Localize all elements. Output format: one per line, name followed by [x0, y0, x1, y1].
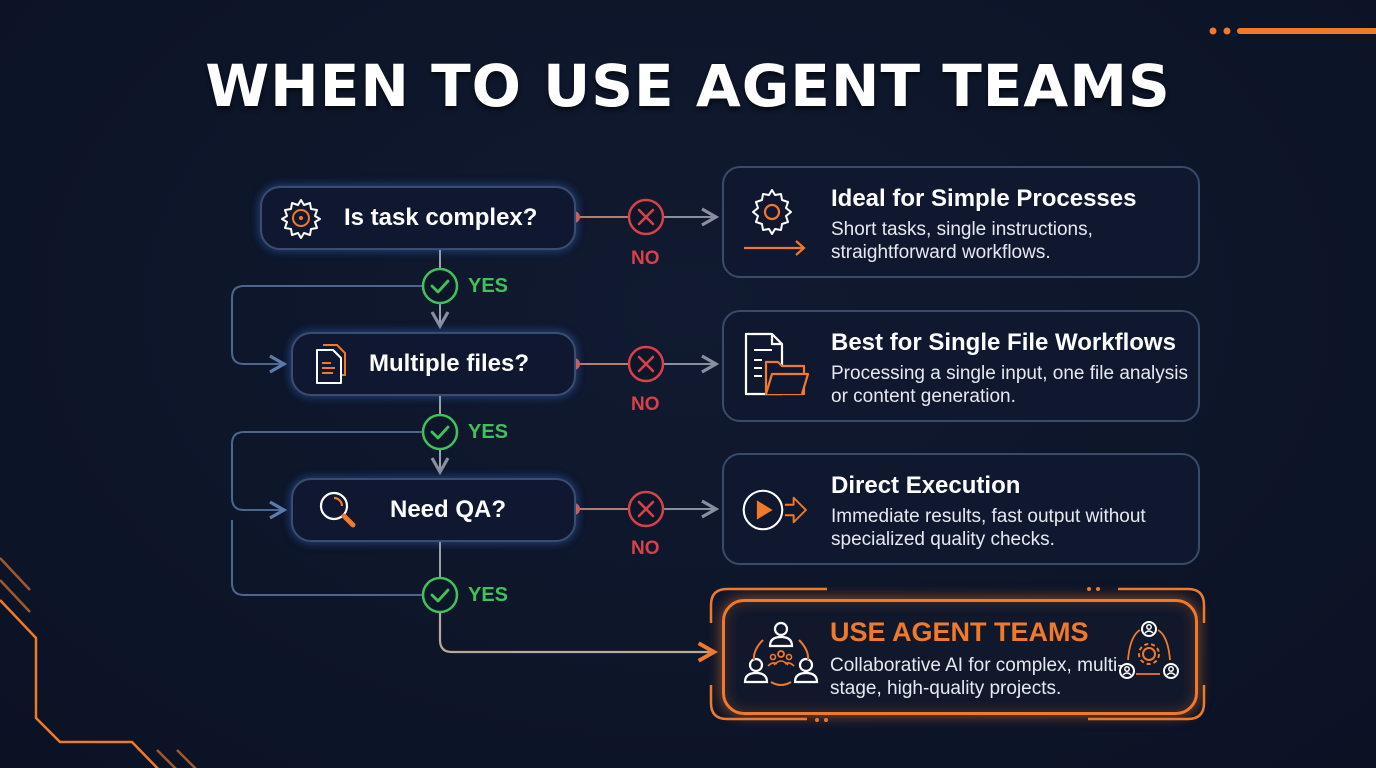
decor-top-right-line: [1209, 27, 1376, 35]
documents-icon: [316, 344, 346, 384]
outcome-simple-processes: Ideal for Simple Processes Short tasks, …: [722, 166, 1200, 278]
no-label: NO: [631, 394, 660, 415]
decor-bottom-left-circuit: [0, 557, 197, 768]
decision-task-complex: Is task complex?: [260, 186, 576, 250]
yes-label: YES: [468, 584, 509, 606]
no-label: NO: [631, 538, 660, 559]
outcome-title: Direct Execution: [831, 472, 1021, 499]
no-x-icon: [627, 345, 665, 383]
decision-multiple-files: Multiple files?: [291, 332, 576, 396]
final-description: Collaborative AI for complex, multi-stag…: [830, 655, 1124, 699]
decision-label: Need QA?: [390, 496, 507, 523]
outcome-title: Best for Single File Workflows: [831, 329, 1176, 356]
yes-check-icon: [421, 413, 459, 451]
magnifier-icon: [319, 491, 356, 528]
decision-label: Multiple files?: [369, 350, 530, 377]
final-title: USE AGENT TEAMS: [830, 617, 1089, 647]
no-label: NO: [631, 248, 660, 269]
yes-label: YES: [468, 275, 509, 297]
no-x-icon: [627, 490, 665, 528]
gear-arrow-icon: [744, 189, 806, 256]
outcome-description: Immediate results, fast output without s…: [831, 506, 1146, 550]
yes-label: YES: [468, 421, 509, 443]
final-box-outer-frame: [709, 587, 1206, 722]
outcome-description: Processing a single input, one file anal…: [831, 363, 1188, 407]
outcome-title: Ideal for Simple Processes: [831, 185, 1137, 212]
outcome-direct-execution: Direct Execution Immediate results, fast…: [722, 453, 1200, 565]
outcome-description: Short tasks, single instructions, straig…: [831, 219, 1093, 263]
yes-check-icon: [421, 267, 459, 305]
yes-check-icon: [421, 576, 459, 614]
gear-icon: [281, 199, 321, 239]
file-folder-icon: [744, 332, 810, 396]
no-x-icon: [627, 198, 665, 236]
play-arrow-icon: [742, 489, 807, 531]
decision-label: Is task complex?: [344, 204, 538, 231]
decision-need-qa: Need QA?: [291, 478, 576, 542]
team-icon: [743, 621, 819, 686]
page-title: WHEN TO USE AGENT TEAMS: [205, 52, 1171, 120]
collaboration-cycle-icon: [1119, 621, 1179, 679]
final-use-agent-teams: USE AGENT TEAMS Collaborative AI for com…: [722, 599, 1198, 715]
outcome-single-file: Best for Single File Workflows Processin…: [722, 310, 1200, 422]
